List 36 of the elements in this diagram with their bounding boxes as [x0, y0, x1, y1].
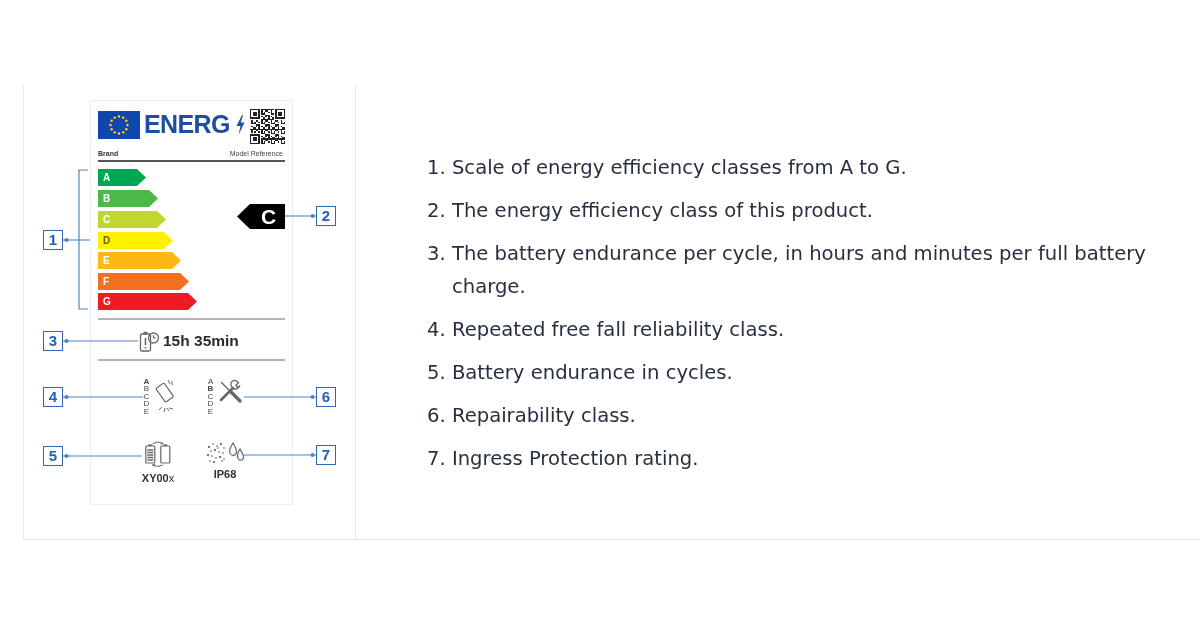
energy-class-bar: E — [98, 252, 181, 269]
callout-number: 3 — [43, 331, 63, 351]
energy-heading: ENERG — [144, 110, 230, 138]
leader-line — [62, 238, 91, 242]
leader-line — [62, 395, 144, 399]
list-item: 3. The battery endurance per cycle, in hours and minutes per full battery charge. — [427, 241, 1147, 300]
cycles-value-text: XY00x — [141, 472, 175, 484]
list-item: 4. Repeated free fall reliability class. — [427, 317, 786, 343]
callout-number: 6 — [316, 387, 336, 407]
energy-class-bar: D — [98, 232, 173, 249]
ip-rating-text: IP68 — [213, 468, 237, 480]
energy-class-bar: C — [98, 211, 166, 228]
leader-line — [62, 339, 139, 343]
leader-line — [243, 395, 317, 399]
energy-class-bar: G — [98, 293, 197, 310]
callout-number: 5 — [43, 446, 63, 466]
list-item: 7. Ingress Protection rating. — [427, 446, 700, 472]
callout-number: 1 — [43, 230, 63, 250]
list-item: 6. Repairability class. — [427, 403, 637, 429]
leader-line — [284, 214, 317, 218]
list-item: 2. The energy efficiency class of this product. — [427, 198, 874, 224]
class-scale-text: A B C D E — [207, 378, 214, 416]
leader-line — [243, 453, 317, 457]
list-item: 5. Battery endurance in cycles. — [427, 360, 734, 386]
energy-class-bar: B — [98, 190, 158, 207]
energy-class-bar: A — [98, 169, 146, 186]
class-pointer-arrow: C — [237, 204, 285, 229]
class-scale-text: A B C D E — [143, 378, 150, 416]
leader-line — [62, 454, 143, 458]
energy-label-card — [90, 100, 293, 505]
callout-number: 2 — [316, 206, 336, 226]
list-item: 1. Scale of energy efficiency classes from A to G. — [427, 155, 908, 181]
callout-number: 7 — [316, 445, 336, 465]
callout-number: 4 — [43, 387, 63, 407]
energy-class-bar: F — [98, 273, 189, 290]
duration-text: 15h 35min — [163, 331, 239, 351]
